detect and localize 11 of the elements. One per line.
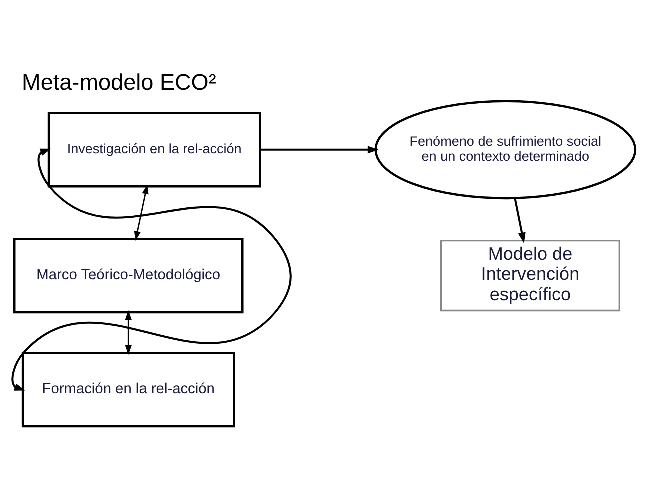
- arrow: [260, 146, 379, 154]
- diagram-title: Meta-modelo ECO²: [22, 70, 216, 96]
- arrow: [12, 148, 292, 391]
- arrow: [514, 198, 526, 244]
- node-ellipse: Fenómeno de sufrimiento social en un contexto determinado: [374, 100, 637, 200]
- node-box: Modelo de Intervención específico: [440, 240, 620, 312]
- node-box: Investigación en la rel-acción: [48, 112, 262, 188]
- arrow: [134, 184, 149, 241]
- arrow: [125, 310, 132, 355]
- node-box: Formación en la rel-acción: [22, 352, 236, 428]
- node-box: Marco Teórico-Metodológico: [13, 238, 244, 314]
